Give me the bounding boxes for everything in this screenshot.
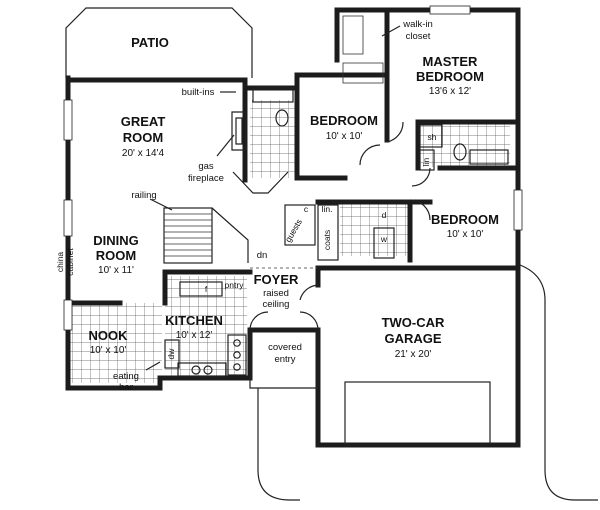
gas-note-2: fireplace <box>188 173 224 184</box>
master-bedroom-name-2: BEDROOM <box>416 69 484 84</box>
bedroom-right-name: BEDROOM <box>431 212 499 227</box>
raised-note-2: ceiling <box>263 299 290 310</box>
patio-label: PATIO <box>131 35 169 50</box>
covered-note-2: entry <box>274 354 295 365</box>
lin-master-note: lin <box>421 157 431 166</box>
patio-outline <box>65 7 253 78</box>
fireplace-hearth <box>232 171 289 194</box>
pntry-note: pntry <box>225 280 245 290</box>
master-bedroom-name-1: MASTER <box>423 54 479 69</box>
bedroom-center-name: BEDROOM <box>310 113 378 128</box>
driveway-right <box>519 264 598 501</box>
walk-in-note-2: closet <box>406 31 431 42</box>
dn-note: dn <box>257 250 268 261</box>
great-room-name-1: GREAT <box>121 114 166 129</box>
bedroom-right-size: 10' x 10' <box>447 229 484 240</box>
dining-room-name-2: ROOM <box>96 248 136 263</box>
covered-note-1: covered <box>268 342 302 353</box>
gas-note-1: gas <box>198 161 214 172</box>
china-note-2: cabinet <box>65 248 75 276</box>
coats-note: coats <box>322 230 332 250</box>
washer-note: w <box>380 234 388 244</box>
walk-in-note-1: walk-in <box>402 19 433 30</box>
dryer-note: d <box>382 210 387 220</box>
railing-note: railing <box>131 190 156 201</box>
bath-center-tile <box>250 100 297 178</box>
gas-arrow-icon <box>216 134 235 157</box>
driveway-left <box>257 388 300 501</box>
dining-room-name-1: DINING <box>93 233 139 248</box>
windows <box>63 5 523 331</box>
eating-bar-arrow-icon <box>145 361 161 371</box>
eating-note-1: eating <box>113 371 139 382</box>
exterior-wall-west <box>65 75 163 391</box>
railing-arrow-icon <box>149 198 173 211</box>
exterior-wall-garage <box>315 265 521 448</box>
closets <box>284 15 395 261</box>
kitchen-size: 10' x 12' <box>176 330 213 341</box>
stairs-icon <box>163 207 249 264</box>
bath-fixtures <box>252 87 509 171</box>
exterior-wall-north-great <box>65 77 248 103</box>
dining-room-size: 10' x 11' <box>98 265 134 276</box>
sh-note: sh <box>428 132 437 142</box>
great-room-name-2: ROOM <box>123 130 163 145</box>
guests-note: guests <box>283 217 304 244</box>
door-swings <box>249 121 431 331</box>
c-note: c <box>304 204 309 214</box>
foyer-name: FOYER <box>254 272 299 287</box>
garage-size: 21' x 20' <box>395 349 432 360</box>
master-bedroom-size: 13'6 x 12' <box>429 86 471 97</box>
exterior-wall-north-bath <box>242 57 390 91</box>
fridge-note: f <box>205 284 208 294</box>
great-room-size: 20' x 14'4 <box>122 148 165 159</box>
built-ins-note: built-ins <box>182 87 215 98</box>
walk-in-arrow-icon <box>381 25 401 37</box>
garage-door <box>344 381 491 446</box>
bath-master-tile <box>418 122 510 167</box>
covered-entry-outline <box>249 330 319 389</box>
nook-name: NOOK <box>89 328 129 343</box>
china-note-1: china <box>55 252 65 273</box>
raised-note-1: raised <box>263 288 289 299</box>
garage-name-1: TWO-CAR <box>382 315 445 330</box>
dw-note: dw <box>166 348 176 360</box>
nook-size: 10' x 10' <box>90 345 127 356</box>
kitchen-counters <box>164 281 247 377</box>
lin-center-note: lin. <box>322 204 333 214</box>
eating-note-2: bar <box>119 382 133 393</box>
garage-name-2: GARAGE <box>384 331 441 346</box>
kitchen-name: KITCHEN <box>165 313 223 328</box>
bedroom-center-size: 10' x 10' <box>326 131 363 142</box>
exterior-wall-closet <box>334 7 390 63</box>
